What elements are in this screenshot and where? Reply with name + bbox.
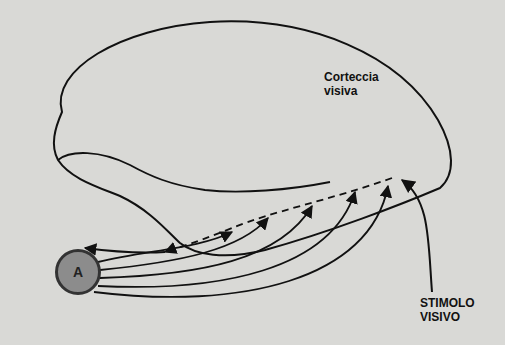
ascending-pathway bbox=[100, 206, 312, 278]
brain-outline bbox=[54, 21, 451, 255]
nucleus-circle: A bbox=[55, 249, 101, 295]
temporal-fold bbox=[58, 153, 330, 192]
figure-label: STIMOLO VISIVO bbox=[418, 296, 502, 326]
ascending-pathway bbox=[100, 218, 268, 270]
circle-outline bbox=[57, 251, 100, 294]
figure-label: Corteccia visiva bbox=[322, 70, 396, 100]
stimulus-arrow bbox=[402, 180, 432, 292]
ascending-pathway bbox=[98, 192, 355, 287]
ascending-pathway bbox=[98, 232, 232, 262]
node-letter: A bbox=[73, 264, 83, 280]
ascending-pathway bbox=[94, 186, 388, 297]
